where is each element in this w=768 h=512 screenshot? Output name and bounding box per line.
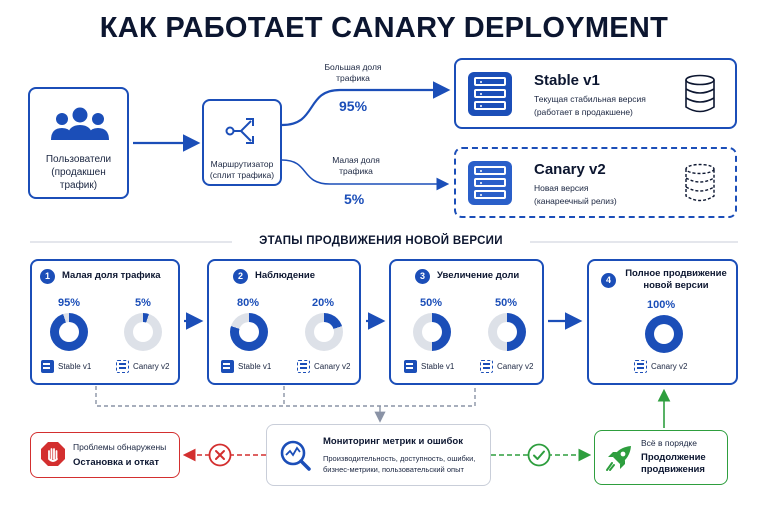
monitor-line-2: бизнес-метрики, пользовательский опыт	[323, 465, 464, 474]
canary-title: Canary v2	[534, 161, 606, 178]
stable-label: Stable v1	[238, 362, 272, 371]
success-line-2: Продолжение продвижения	[641, 452, 706, 475]
users-label: Пользователи (продакшен трафик)	[45, 154, 112, 191]
stage-1-box: 1 Малая доля трафика 95% 5% Stable v1 Ca…	[30, 259, 180, 385]
server-icon	[41, 360, 54, 373]
router-label: Маршрутизатор (сплит трафика)	[209, 159, 275, 180]
problem-box: Проблемы обнаружены Остановка и откат	[30, 432, 180, 478]
router-to-canary-arrow	[281, 159, 450, 191]
stage-number: 1	[40, 269, 55, 284]
stage-4-box: 4 Полное продвижение новой версии 100% C…	[587, 259, 738, 385]
canary-label: Canary v2	[651, 362, 688, 371]
stage-number: 3	[415, 269, 430, 284]
canary-share-donut	[645, 315, 683, 353]
success-line-1: Всё в порядке	[641, 438, 697, 448]
canary-desc-2: (канареечный релиз)	[534, 196, 617, 206]
database-icon	[685, 74, 715, 113]
canary-share-donut	[124, 313, 162, 351]
magnifier-chart-icon	[280, 440, 311, 471]
stable-share-donut	[413, 313, 451, 351]
router-to-stable-arrow	[281, 81, 451, 127]
stage-title: Полное продвижение новой версии	[625, 268, 727, 291]
canary-desc-1: Новая версия	[534, 183, 589, 193]
canary-label: Canary v2	[497, 362, 534, 371]
rocket-icon	[606, 446, 631, 471]
stable-label: Stable v1	[58, 362, 92, 371]
monitor-line-1: Производительность, доступность, ошибки,	[323, 454, 476, 463]
users-box: Пользователи (продакшен трафик)	[28, 87, 129, 199]
stage-2-box: 2 Наблюдение 80% 20% Stable v1 Canary v2	[207, 259, 361, 385]
problem-line-2: Остановка и откат	[73, 457, 160, 468]
canary-percent: 50%	[495, 297, 518, 309]
server-icon	[404, 360, 417, 373]
stage-number: 4	[601, 273, 616, 288]
stage-3-box: 3 Увеличение доли 50% 50% Stable v1 Cana…	[389, 259, 544, 385]
bottom-route-label: Малая доля трафика	[332, 155, 380, 176]
top-route-label: Большая доля трафика	[324, 62, 382, 83]
server-icon	[468, 72, 512, 116]
canary-box: Canary v2 Новая версия (канареечный рели…	[454, 147, 737, 218]
stable-desc-2: (работает в продакшене)	[534, 107, 633, 117]
stable-desc-1: Текущая стабильная версия	[534, 94, 646, 104]
monitor-box: Мониторинг метрик и ошибок Производитель…	[266, 424, 491, 486]
stable-share-donut	[230, 313, 268, 351]
router-box: Маршрутизатор (сплит трафика)	[202, 99, 282, 186]
stable-percent: 80%	[237, 297, 260, 309]
stages-feedback-line	[95, 386, 476, 407]
problem-line-1: Проблемы обнаружены	[73, 442, 167, 452]
canary-percent: 5%	[135, 297, 151, 309]
split-icon	[225, 118, 254, 144]
database-dashed-icon	[685, 163, 715, 202]
stable-title: Stable v1	[534, 72, 600, 89]
page-title: КАК РАБОТАЕТ CANARY DEPLOYMENT	[99, 12, 669, 44]
stable-share-donut	[50, 313, 88, 351]
canary-label: Canary v2	[314, 362, 351, 371]
stages-header: ЭТАПЫ ПРОДВИЖЕНИЯ НОВОЙ ВЕРСИИ	[259, 235, 503, 247]
bottom-route-percent: 5%	[344, 191, 365, 207]
stage-title: Малая доля трафика	[62, 270, 161, 281]
server-dashed-icon	[634, 360, 647, 373]
stable-box: Stable v1 Текущая стабильная версия (раб…	[454, 58, 737, 129]
users-icon	[51, 107, 109, 140]
stable-percent: 50%	[420, 297, 443, 309]
stage-number: 2	[233, 269, 248, 284]
canary-label: Canary v2	[133, 362, 170, 371]
server-dashed-icon	[116, 360, 129, 373]
server-dashed-icon	[297, 360, 310, 373]
stage-title: Увеличение доли	[437, 270, 520, 281]
server-icon	[468, 161, 512, 205]
canary-share-donut	[488, 313, 526, 351]
top-route-percent: 95%	[339, 98, 368, 114]
stable-percent: 95%	[58, 297, 81, 309]
server-icon	[221, 360, 234, 373]
server-dashed-icon	[480, 360, 493, 373]
approve-check-icon	[527, 443, 551, 467]
canary-percent: 100%	[647, 299, 676, 311]
monitor-title: Мониторинг метрик и ошибок	[323, 436, 463, 447]
canary-share-donut	[305, 313, 343, 351]
success-box: Всё в порядке Продолжение продвижения	[594, 430, 728, 485]
stop-hand-icon	[41, 442, 65, 466]
stable-label: Stable v1	[421, 362, 455, 371]
reject-x-icon	[208, 443, 232, 467]
canary-percent: 20%	[312, 297, 335, 309]
stage-title: Наблюдение	[255, 270, 315, 281]
